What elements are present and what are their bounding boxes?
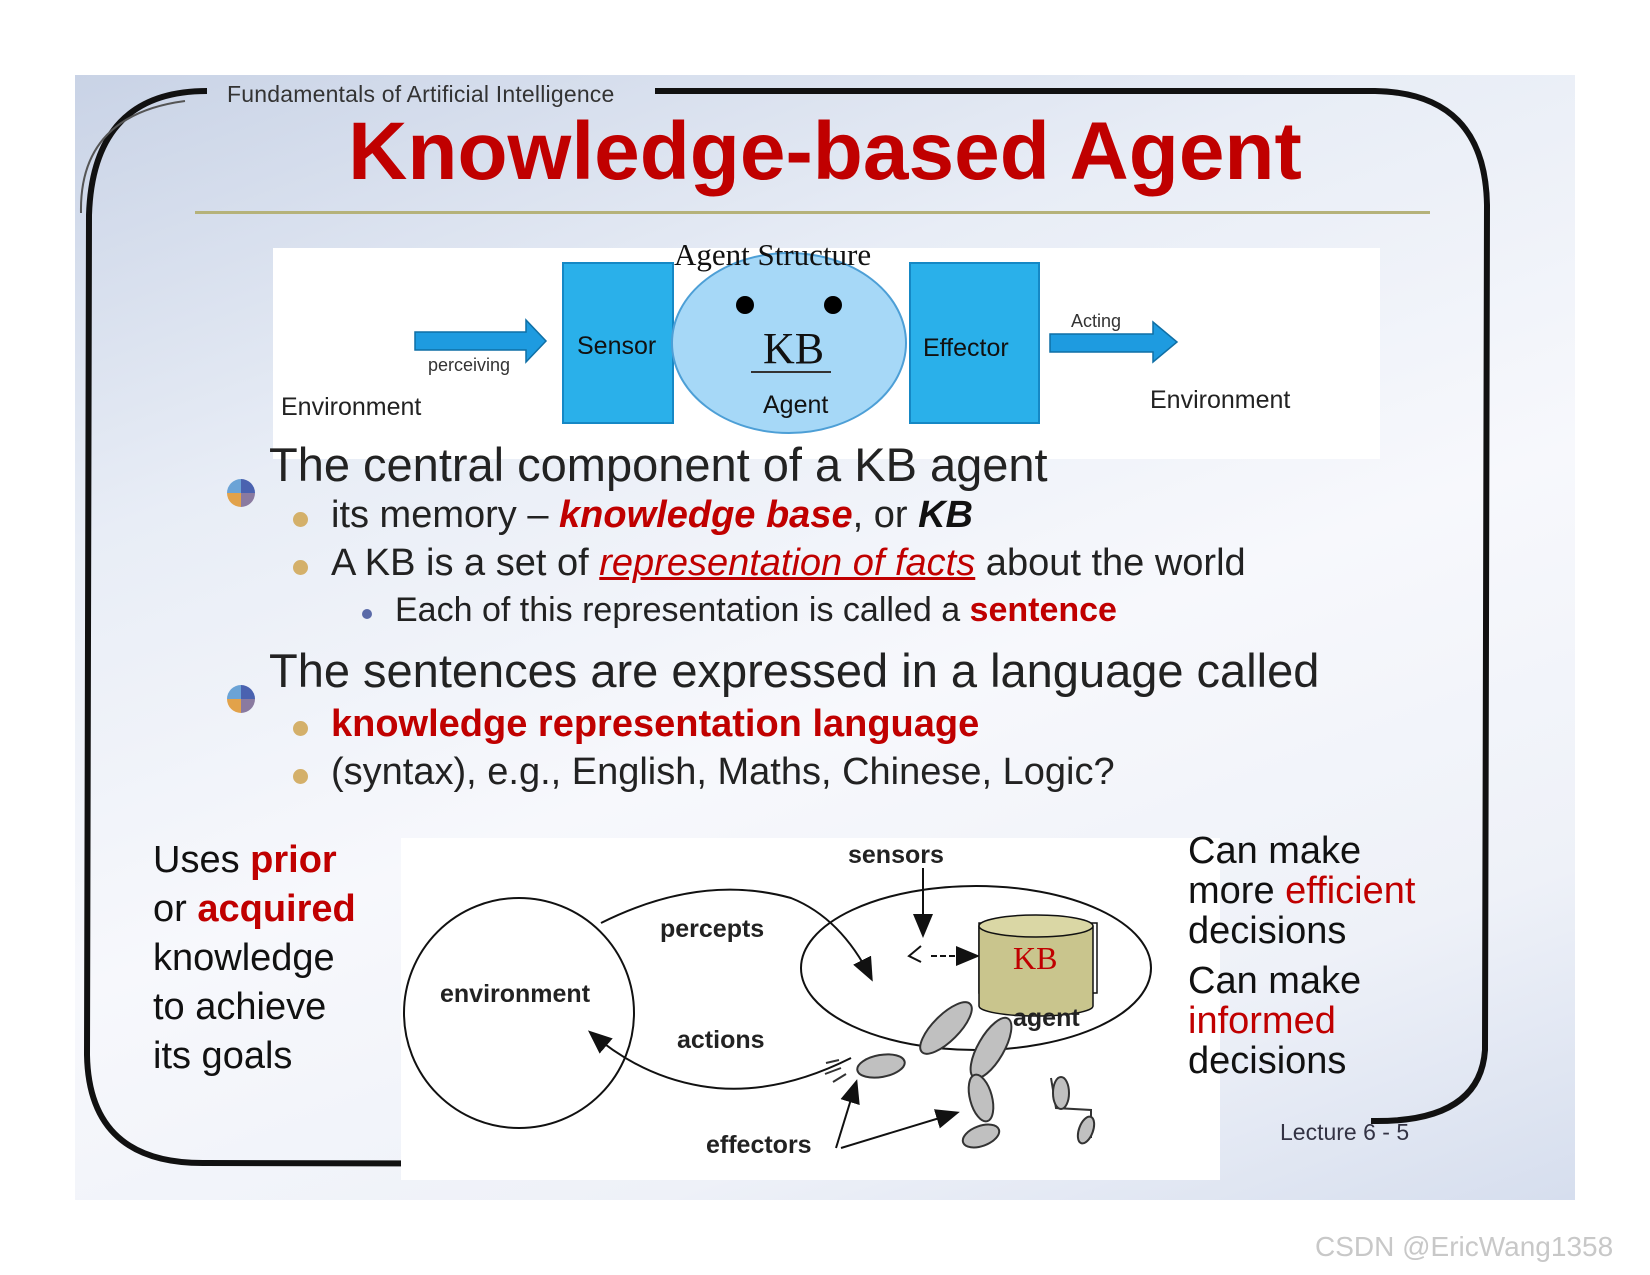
left-environment-label: Environment: [281, 393, 422, 421]
left-note: Uses prior or acquired knowledge to achi…: [153, 839, 356, 1077]
agent-arm: [919, 1001, 973, 1055]
agent-label: Agent: [763, 391, 829, 419]
bullet-icon: [227, 685, 255, 713]
effectors-label: effectors: [706, 1131, 812, 1159]
sensor-box: [562, 262, 674, 424]
bullet-kr-language: knowledge representation language: [331, 703, 980, 745]
kb-cylinder: [978, 926, 1094, 1017]
agent-forearm: [856, 1053, 906, 1079]
bullet-sentence: Each of this representation is called a …: [395, 591, 1117, 629]
bullet-dot: [362, 609, 372, 619]
right-eye: [824, 296, 842, 314]
perceiving-arrow: [414, 318, 548, 364]
right-note-efficient: Can make more efficient decisions: [1188, 830, 1416, 952]
slide-title: Knowledge-based Agent: [348, 106, 1302, 197]
sensors-label: sensors: [848, 841, 944, 869]
agent-ellipse: [800, 885, 1152, 1051]
acting-label: Acting: [1071, 311, 1122, 331]
acting-arrow: [1049, 320, 1179, 364]
course-title: Fundamentals of Artificial Intelligence: [227, 81, 615, 107]
bullet-central-component: The central component of a KB agent: [269, 438, 1048, 491]
percepts-label: percepts: [660, 915, 765, 943]
bullet-its-memory: its memory – knowledge base, or KB: [331, 494, 973, 536]
bullet-dot: [293, 769, 308, 784]
perceiving-label: perceiving: [428, 355, 511, 375]
agent-environment-diagram: sensors percepts environment actions KB …: [401, 838, 1220, 1180]
environment-circle: [403, 897, 635, 1129]
kb-label: KB: [763, 324, 825, 373]
slide: Fundamentals of Artificial Intelligence …: [75, 75, 1575, 1200]
left-eye: [736, 296, 754, 314]
effector-box: [909, 262, 1040, 424]
sensor-label: Sensor: [577, 332, 657, 360]
bullet-icon: [227, 479, 255, 507]
kb-cylinder-label: KB: [1013, 940, 1058, 976]
environment-label: environment: [440, 980, 591, 1008]
right-note-informed: Can make informed decisions: [1188, 960, 1362, 1082]
bullet-dot: [293, 560, 308, 575]
effectors-arrow-2: [840, 1109, 960, 1149]
effectors-arrow-1: [835, 1079, 860, 1149]
actions-label: actions: [677, 1026, 765, 1054]
actions-arrow: [587, 1030, 852, 1090]
right-environment-label: Environment: [1150, 386, 1291, 414]
bullet-syntax: (syntax), e.g., English, Maths, Chinese,…: [331, 751, 1115, 793]
agent-structure-diagram: Agent Structure Environment perceiving S…: [273, 237, 1380, 459]
watermark: CSDN @EricWang1358: [1315, 1231, 1614, 1262]
slide-frame: [79, 88, 1491, 1168]
bullet-dot: [293, 721, 308, 736]
sensor-eye-icon: [907, 945, 922, 963]
agent-head: [671, 252, 907, 434]
bullet-dot: [293, 512, 308, 527]
title-divider: [195, 211, 1430, 214]
lecture-page-number: Lecture 6 - 5: [1280, 1119, 1410, 1145]
effector-label: Effector: [923, 334, 1009, 362]
bullet-kb-set: A KB is a set of representation of facts…: [331, 542, 1246, 584]
percepts-arrow: [600, 888, 873, 982]
bullet-sentences-expressed: The sentences are expressed in a languag…: [269, 644, 1320, 697]
agent-structure-caption: Agent Structure: [674, 237, 872, 272]
agent-label: agent: [1013, 1004, 1080, 1032]
